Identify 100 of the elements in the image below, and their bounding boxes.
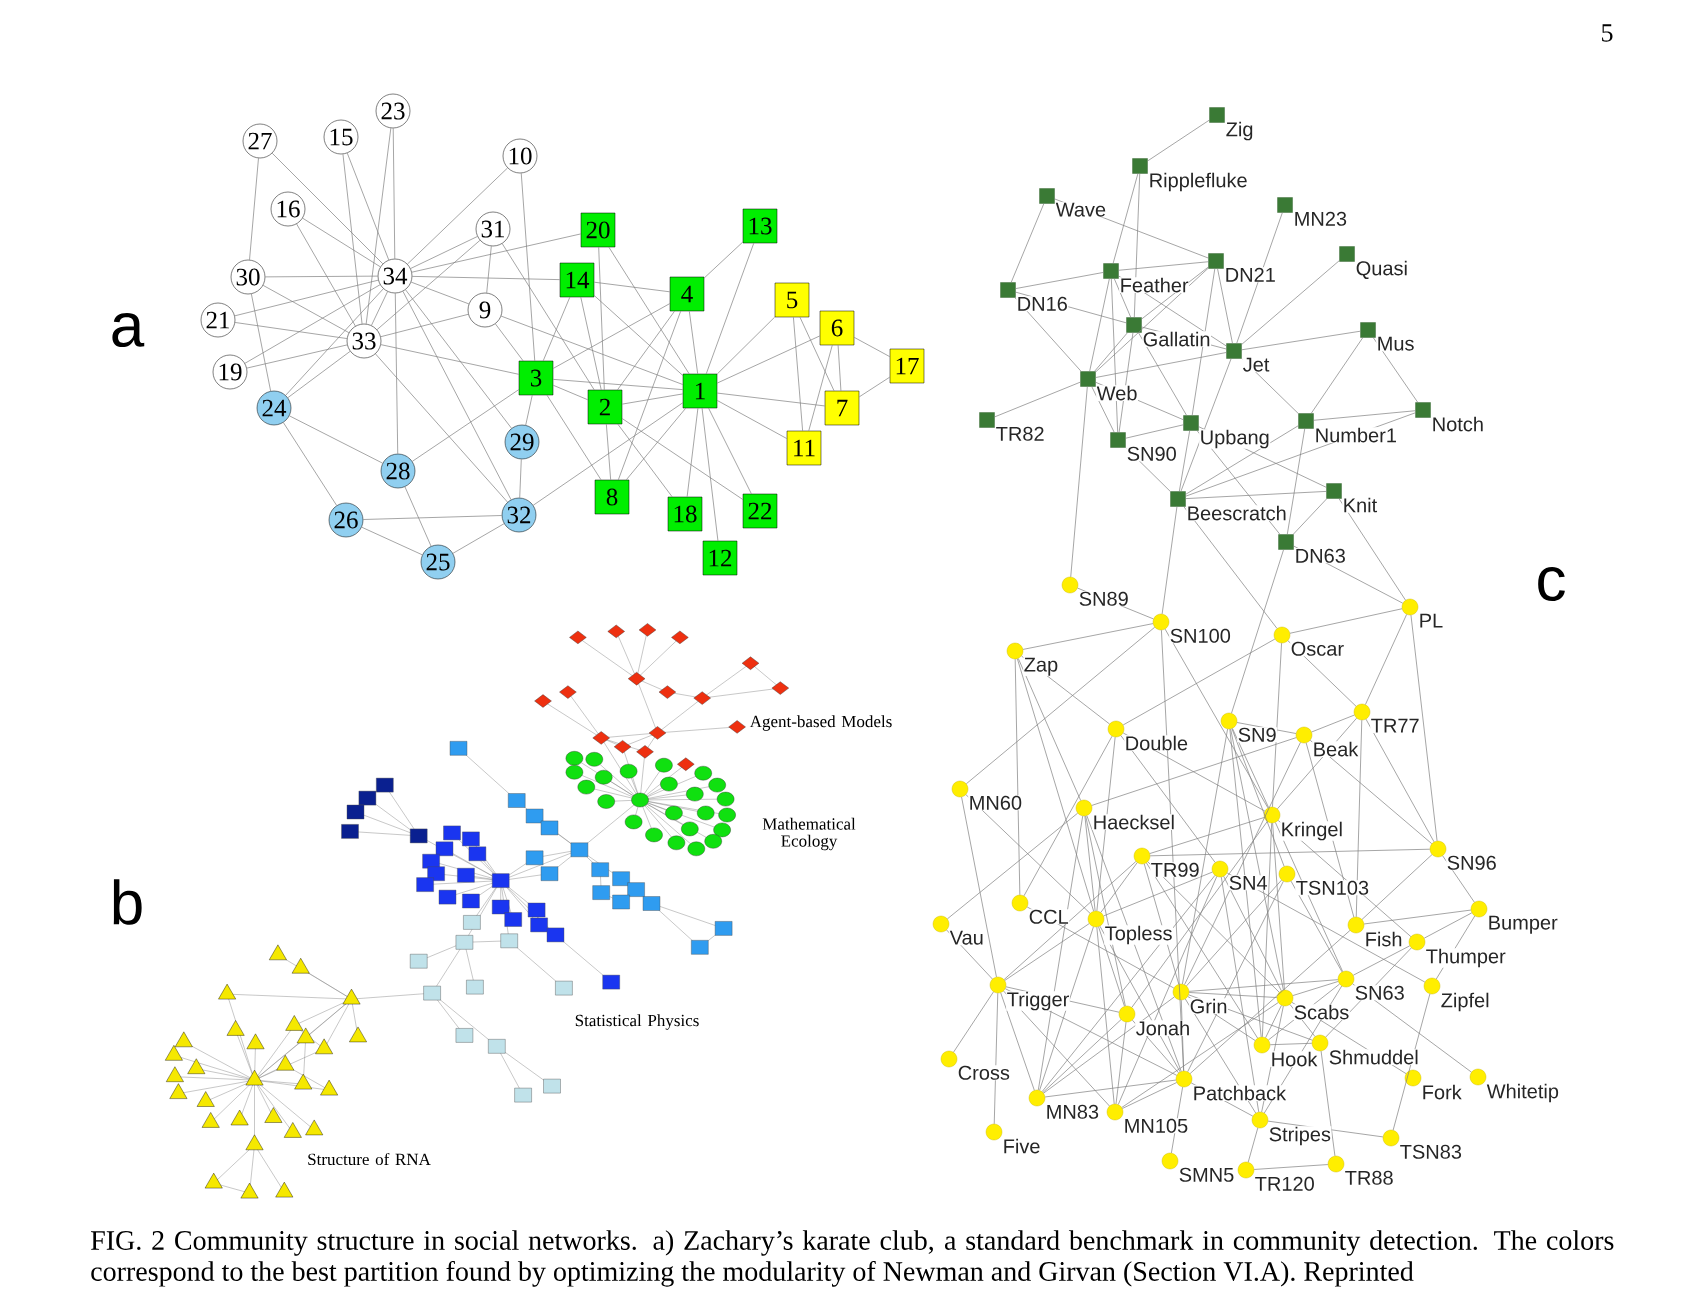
panel-letter: b xyxy=(113,879,142,925)
edge-line xyxy=(1365,718,1435,843)
edge-line xyxy=(1043,996,1175,1094)
circle-marker xyxy=(1353,703,1371,721)
edge-line xyxy=(580,296,602,391)
node-label: TR88 xyxy=(1344,1170,1395,1186)
edge-line xyxy=(621,393,684,405)
edge-line xyxy=(452,523,505,554)
edge-line xyxy=(1118,261,1209,271)
node-label: Cross xyxy=(957,1065,1011,1081)
node-label: Scabs xyxy=(1293,1004,1350,1020)
edge-line xyxy=(837,344,842,392)
edge-line xyxy=(1096,736,1116,912)
node-label: Zig xyxy=(1225,121,1254,141)
edge-line xyxy=(1004,923,1090,981)
edge-line xyxy=(1230,728,1284,991)
square-marker xyxy=(1126,317,1142,333)
edge-line xyxy=(1320,1050,1336,1157)
node-label: Web xyxy=(1096,385,1138,401)
circle-marker xyxy=(1276,989,1294,1007)
edge-line xyxy=(1017,658,1094,912)
edge-line xyxy=(251,293,271,392)
edge-line xyxy=(501,243,595,391)
edge-line xyxy=(249,157,259,261)
node-label: Mus xyxy=(1376,336,1415,352)
edge-line xyxy=(1117,876,1218,1105)
edge-line xyxy=(287,350,351,399)
edge-line xyxy=(262,285,350,334)
edge-line xyxy=(1217,268,1233,344)
square-marker xyxy=(1039,188,1055,204)
node-label: Gallatin xyxy=(1142,331,1212,347)
square-marker xyxy=(1415,402,1431,418)
edge-line xyxy=(1241,260,1340,345)
circle-marker xyxy=(1172,983,1190,1001)
edge-line xyxy=(1253,1164,1329,1170)
node-label: Double xyxy=(1124,735,1189,751)
edge-line xyxy=(1122,638,1276,726)
node-label: MN60 xyxy=(968,795,1023,811)
node-label: SN9 xyxy=(1237,727,1278,743)
node-label: Notch xyxy=(1431,416,1485,432)
node-label: Hook xyxy=(1270,1051,1318,1067)
circle-marker xyxy=(1311,1034,1329,1052)
node-label: DN16 xyxy=(1016,296,1069,312)
square-marker xyxy=(1110,432,1126,448)
edge-line xyxy=(552,303,671,369)
circle-marker xyxy=(1161,1152,1179,1170)
node-label: Fork xyxy=(1421,1084,1463,1100)
edge-line xyxy=(380,344,520,375)
node-label: Ripplefluke xyxy=(1148,172,1249,192)
node-label: Zap xyxy=(1023,657,1059,677)
edge-line xyxy=(1022,623,1154,650)
node-label: PL xyxy=(1418,613,1444,628)
square-marker xyxy=(1277,197,1293,213)
edge-line xyxy=(1313,410,1416,421)
edge-line xyxy=(376,239,481,331)
numbered-square: 20 xyxy=(580,212,616,248)
edge-line xyxy=(546,394,602,481)
edge-line xyxy=(1120,735,1216,863)
circle-marker xyxy=(1278,865,1296,883)
edge-line xyxy=(1423,912,1473,939)
edge-line xyxy=(405,289,512,429)
square-marker xyxy=(1170,491,1186,507)
circle-marker xyxy=(1006,642,1024,660)
numbered-square: 11 xyxy=(786,430,822,466)
circle-marker xyxy=(1175,1070,1193,1088)
node-label: Bumper xyxy=(1487,915,1559,935)
edge-line xyxy=(1185,425,1299,495)
edge-line xyxy=(598,246,605,391)
edge-line xyxy=(1131,821,1268,1008)
node-label: CCL xyxy=(1028,909,1070,925)
edge-line xyxy=(1010,203,1045,283)
node-label: Patchback xyxy=(1192,1085,1287,1101)
edge-line xyxy=(542,296,571,362)
edge-line xyxy=(234,322,348,339)
edge-line xyxy=(1113,278,1132,318)
node-label: Fish xyxy=(1364,931,1403,947)
numbered-square: 2 xyxy=(587,389,623,425)
node-label: Stripes xyxy=(1268,1126,1332,1146)
edge-line xyxy=(271,152,384,265)
edge-line xyxy=(853,337,891,357)
circle-marker xyxy=(1408,933,1426,951)
edge-line xyxy=(1042,1019,1122,1093)
edge-line xyxy=(1111,278,1119,433)
edge-line xyxy=(1103,871,1213,917)
node-label: SN63 xyxy=(1354,985,1406,1001)
node-label: TR120 xyxy=(1254,1176,1316,1192)
edge-line xyxy=(1188,992,1278,998)
numbered-square: 6 xyxy=(819,310,855,346)
edge-line xyxy=(500,315,684,385)
edge-line xyxy=(296,223,356,327)
edge-line xyxy=(289,415,383,464)
edge-line xyxy=(1232,728,1269,808)
edge-line xyxy=(1265,1005,1282,1038)
numbered-square: 8 xyxy=(594,479,630,515)
edge-line xyxy=(302,217,381,268)
square-marker xyxy=(1209,107,1225,123)
edge-line xyxy=(716,335,821,384)
edge-line xyxy=(1182,728,1228,985)
node-label: Number1 xyxy=(1314,427,1398,443)
edge-line xyxy=(1015,272,1104,289)
